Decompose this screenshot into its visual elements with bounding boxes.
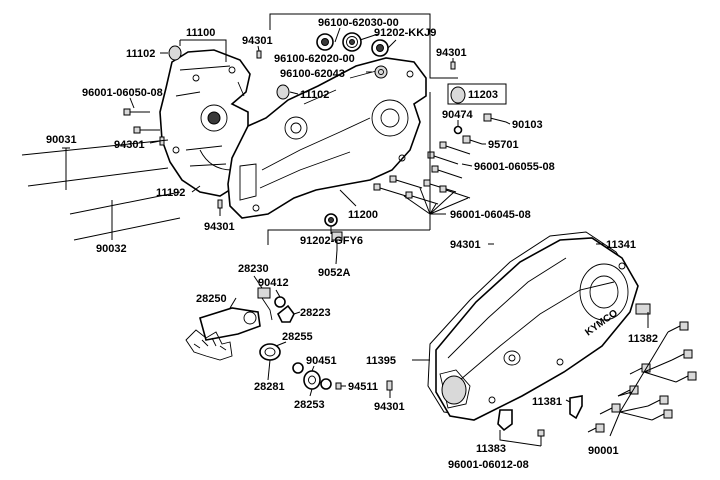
bolt-95701 [462,135,483,145]
bushing-90451 [303,370,321,390]
label-94301-right: 94301 [450,239,481,251]
label-11203: 11203 [468,89,498,101]
washer-28253 [320,378,332,390]
label-94301-top: 94301 [242,35,273,47]
label-94301-lower: 94301 [374,401,405,413]
bushing-11102-right [276,84,290,100]
label-28223: 28223 [300,307,331,319]
label-28281: 28281 [254,381,285,393]
kick-starter-spindle-28250 [185,307,261,361]
studs-90031 [21,139,169,187]
label-96100-62043: 96100-62043 [280,68,345,80]
label-11200: 11200 [348,209,378,221]
label-90032: 90032 [96,243,127,255]
label-90412: 90412 [258,277,289,289]
bolts-96001-06055-08 [427,141,471,179]
label-90474: 90474 [442,109,473,121]
label-28253: 28253 [294,399,325,411]
label-28250: 28250 [196,293,227,305]
washer-90474 [453,125,463,135]
oil-seal-11203 [450,86,466,104]
label-91202-kkj9: 91202-KKJ9 [374,27,436,39]
leader-lines [62,13,677,447]
label-96001-06012-08: 96001-06012-08 [448,459,529,471]
label-91202-gfy6: 91202-GFY6 [300,235,363,247]
dowel-94301-bottom [217,199,223,209]
label-90001: 90001 [588,445,619,457]
label-28230: 28230 [238,263,269,275]
label-96100-62020-00: 96100-62020-00 [274,53,355,65]
label-90031: 90031 [46,134,77,146]
label-90451: 90451 [306,355,337,367]
bearing-96100-62020-00 [342,32,362,52]
bolt-90103 [483,113,507,123]
clamp-11383 [497,409,513,432]
label-9052a: 9052A [318,267,350,279]
dowel-94301-top [256,50,262,59]
label-95701: 95701 [488,139,519,151]
label-96100-62030-00: 96100-62030-00 [318,17,399,29]
washer-90412 [274,296,286,308]
right-crankcase-half [227,57,427,219]
oil-seal-91202-kkj9 [371,39,389,57]
label-11102-left: 11102 [126,48,155,60]
washer-28281 [292,362,304,374]
label-11102-right: 11102 [300,89,329,101]
label-96001-06055-08: 96001-06055-08 [474,161,555,173]
bearing-96100-62030-00 [316,33,334,51]
label-28255: 28255 [282,331,313,343]
label-94301-upper-right: 94301 [436,47,467,59]
crankcase-cover-11341: KYMCO [435,237,639,421]
damper-11382 [635,303,651,315]
bolts-96001-06045-08 [373,175,471,205]
label-11383: 11383 [476,443,506,455]
pin-94511 [335,382,342,390]
label-96001-06050-08: 96001-06050-08 [82,87,163,99]
label-11382: 11382 [628,333,658,345]
bracket-11381 [569,395,583,420]
spring-28255 [259,343,281,361]
dowel-94301-lower [386,380,393,391]
bolt-9052a [331,231,343,250]
studs-90032 [69,191,181,241]
bolt-96001-06012-08 [537,429,545,446]
label-11100: 11100 [186,27,215,39]
label-11395: 11395 [366,355,396,367]
oil-seal-91202-gfy6 [324,213,338,227]
label-94511: 94511 [348,381,378,393]
spring-28223 [276,304,295,323]
label-90103: 90103 [512,119,543,131]
bolts-96001-06050-08 [123,108,160,134]
dowel-94301-upper-right [450,61,456,70]
part-labels: 11100 11102 94301 96100-62030-00 91202-K… [46,17,658,471]
bushing-11102-left [168,45,182,61]
label-11192: 11192 [156,187,185,199]
bearing-96100-62043 [374,65,388,79]
label-96001-06045-08: 96001-06045-08 [450,209,531,221]
label-94301-bottom: 94301 [204,221,235,233]
label-11341: 11341 [606,239,636,251]
label-94301-left: 94301 [114,139,145,151]
kick-gear-28230 [257,287,273,321]
label-11381: 11381 [532,396,562,408]
